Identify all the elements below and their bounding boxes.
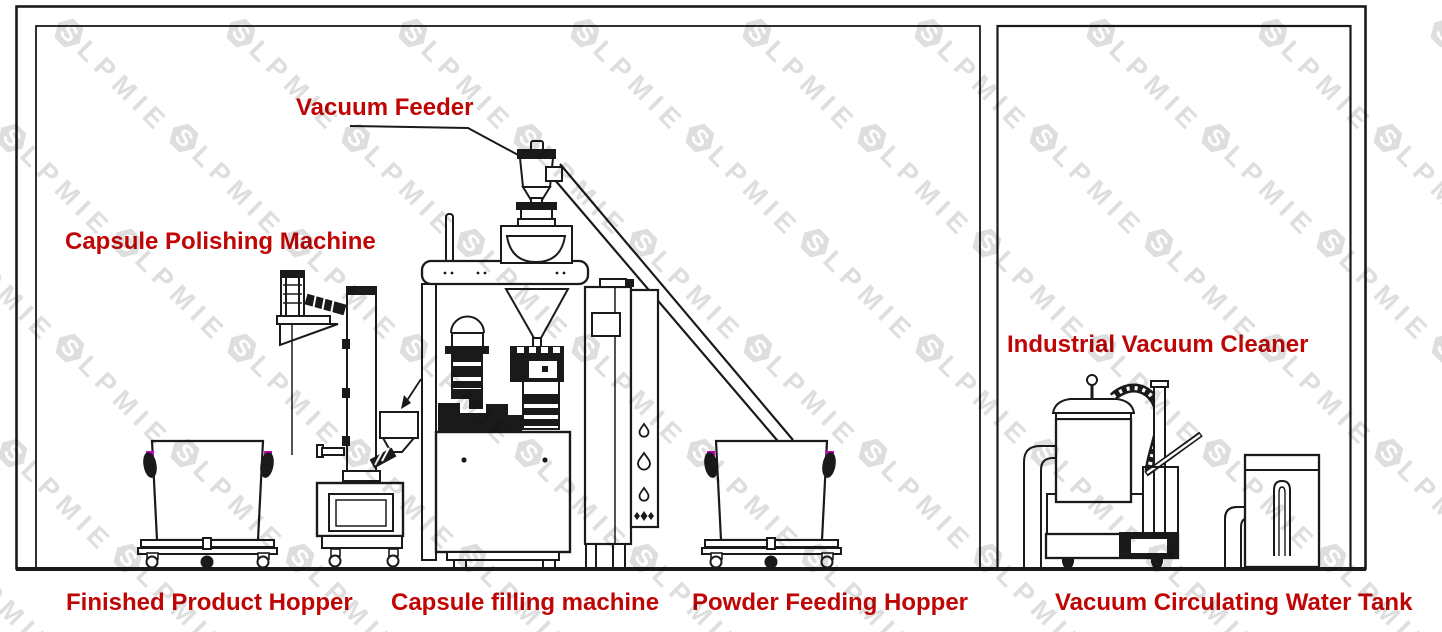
powder-feeding-hopper-drawing xyxy=(701,439,842,569)
finished-product-hopper-drawing xyxy=(137,439,278,569)
vacuum-feeder-drawing xyxy=(500,140,573,264)
droplet-icon xyxy=(637,451,651,471)
label-industrial-vacuum-cleaner: Industrial Vacuum Cleaner xyxy=(1007,331,1309,358)
vacuum-feeder-leader-line xyxy=(349,125,521,157)
label-capsule-filling-machine: Capsule filling machine xyxy=(391,589,660,616)
label-finished-product-hopper: Finished Product Hopper xyxy=(66,589,353,616)
diamond-mark xyxy=(640,511,648,521)
diamond-mark xyxy=(648,512,654,520)
label-capsule-polishing-machine: Capsule Polishing Machine xyxy=(65,228,376,255)
diamond-mark xyxy=(634,512,640,520)
label-vacuum-feeder: Vacuum Feeder xyxy=(296,94,474,121)
label-powder-feeding-hopper: Powder Feeding Hopper xyxy=(692,589,969,616)
droplet-icon xyxy=(638,486,650,502)
capsule-filling-machine-drawing xyxy=(420,213,660,569)
water-tank-drawing xyxy=(1224,453,1321,569)
industrial-vacuum-cleaner-drawing xyxy=(1023,374,1238,569)
label-vacuum-circulating-water-tank: Vacuum Circulating Water Tank xyxy=(1055,589,1413,616)
powder-conveying-pipe xyxy=(548,163,794,447)
droplet-icon xyxy=(638,422,650,438)
capsule-polishing-machine-drawing xyxy=(276,270,422,568)
